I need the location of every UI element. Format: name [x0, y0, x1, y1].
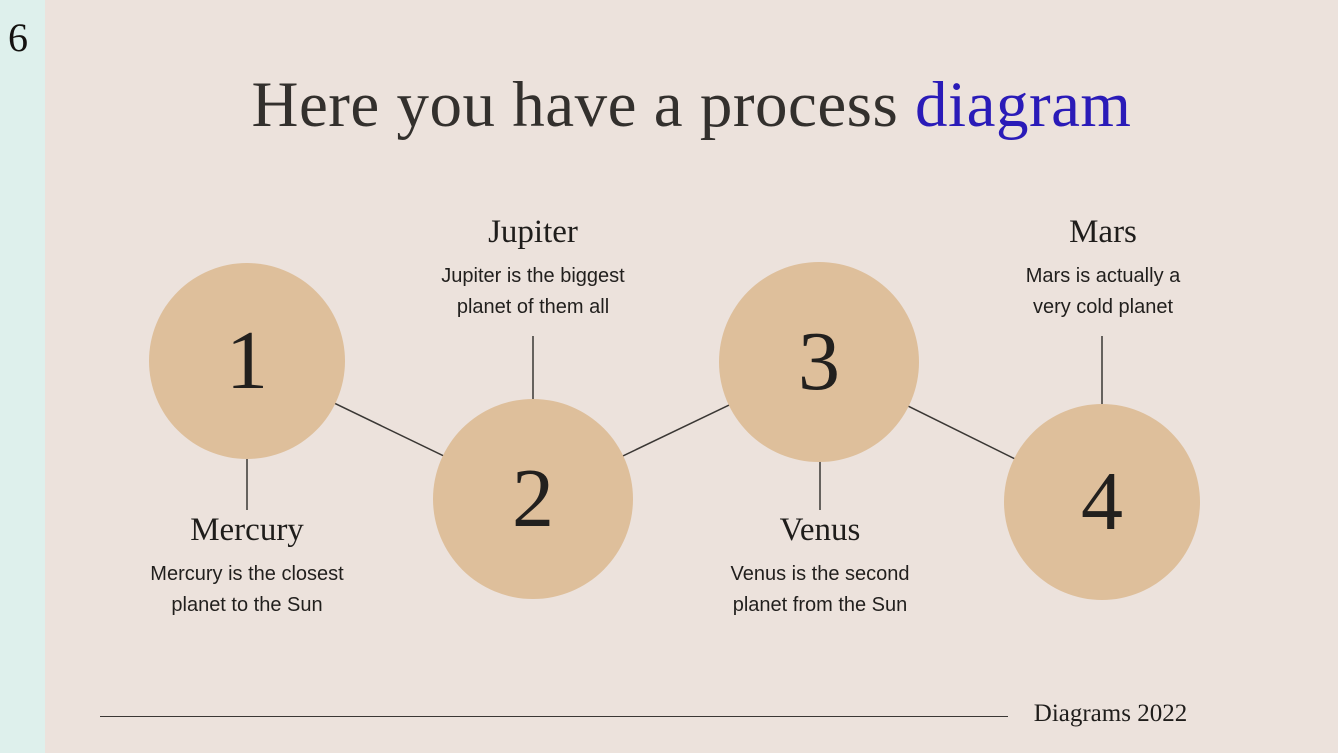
step-number-4: 4 [1081, 455, 1123, 548]
step-label-venus: Venus Venus is the second planet from th… [680, 512, 960, 621]
step-description-jupiter: Jupiter is the biggest planet of them al… [441, 265, 625, 318]
step-circle-3: 3 [719, 262, 919, 462]
step-name-mars: Mars [1069, 214, 1137, 250]
step-number-3: 3 [798, 315, 840, 408]
step-label-mars: Mars Mars is actually a very cold planet [963, 214, 1243, 323]
slide-title: Here you have a process diagram [45, 68, 1338, 143]
step-label-mercury: Mercury Mercury is the closest planet to… [107, 512, 387, 621]
step-number-2: 2 [512, 452, 554, 545]
step-name-jupiter: Jupiter [488, 214, 578, 250]
footer-divider-line [100, 716, 1008, 717]
footer-credit: Diagrams 2022 [1033, 700, 1188, 727]
step-description-venus: Venus is the second planet from the Sun [730, 563, 910, 616]
step-circle-1: 1 [149, 263, 345, 459]
slide-title-main: Here you have a process [251, 69, 916, 141]
step-number-1: 1 [226, 314, 268, 407]
step-circle-4: 4 [1004, 404, 1200, 600]
step-name-venus: Venus [779, 512, 861, 548]
step-name-mercury: Mercury [190, 512, 304, 548]
step-description-mercury: Mercury is the closest planet to the Sun [150, 563, 344, 616]
step-label-jupiter: Jupiter Jupiter is the biggest planet of… [393, 214, 673, 323]
slide-title-accent: diagram [915, 69, 1132, 141]
step-description-mars: Mars is actually a very cold planet [1025, 265, 1181, 318]
page-number: 6 [8, 15, 28, 60]
step-circle-2: 2 [433, 399, 633, 599]
